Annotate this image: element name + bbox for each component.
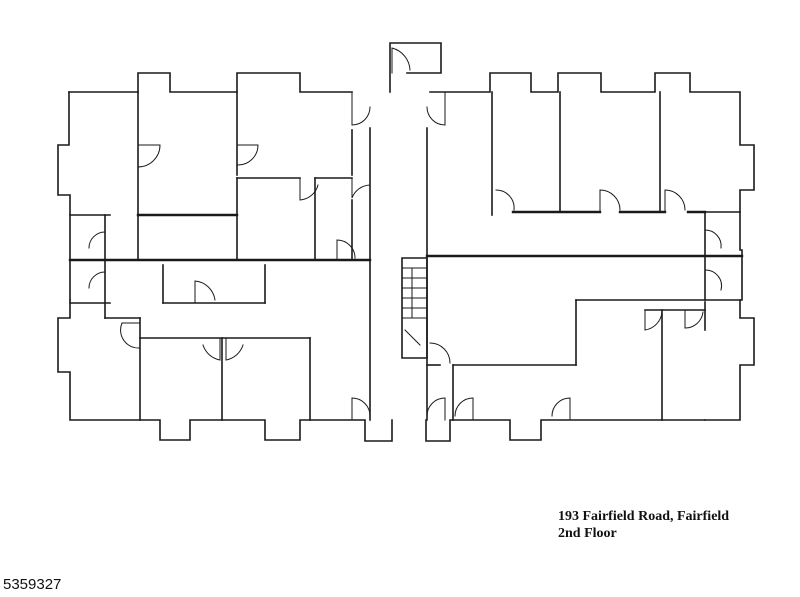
floor-label: 2nd Floor — [558, 526, 617, 541]
left-wing-rooms — [68, 91, 372, 319]
plan-caption: 193 Fairfield Road, Fairfield 2nd Floor — [558, 508, 729, 542]
left-lower-rooms — [104, 317, 311, 421]
central-corridor — [351, 91, 446, 421]
property-address: 193 Fairfield Road, Fairfield — [558, 509, 730, 524]
stair-enclosure-top — [389, 42, 442, 93]
stairs — [401, 257, 428, 359]
listing-id: 5359327 — [3, 576, 62, 593]
right-wing-rooms — [425, 91, 744, 421]
exterior-wall — [57, 72, 755, 442]
